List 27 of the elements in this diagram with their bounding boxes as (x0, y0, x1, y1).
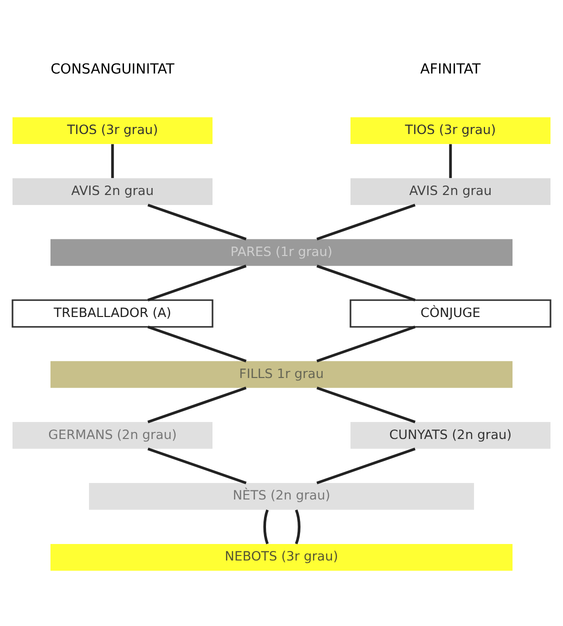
connector (148, 325, 247, 362)
connector (316, 325, 416, 362)
node-box: AVIS 2n grau (350, 178, 550, 204)
node-box: GERMANS (2n grau) (12, 422, 213, 448)
node-box: NÈTS (2n grau) (88, 482, 474, 510)
node-box: CÒNJUGE (350, 298, 552, 328)
node-box: AVIS 2n grau (12, 178, 213, 204)
connector (111, 144, 114, 178)
connector (147, 386, 247, 423)
label: CONSANGUINITAT (50, 60, 174, 77)
connector (263, 509, 269, 544)
node-box: CUNYATS (2n grau) (350, 422, 550, 448)
label: AFINITAT (420, 60, 481, 77)
node-box: TREBALLADOR (A) (12, 298, 214, 328)
connector (449, 144, 452, 178)
connector (316, 203, 416, 240)
node-box: TIOS (3r grau) (350, 116, 550, 144)
connector (316, 386, 416, 423)
node-box: FILLS 1r grau (50, 360, 513, 388)
connector (294, 509, 300, 544)
connector (147, 264, 247, 301)
node-box: NEBOTS (3r grau) (50, 543, 513, 570)
connector (316, 264, 416, 301)
node-box: TIOS (3r grau) (12, 116, 213, 144)
connector (148, 203, 247, 240)
connector (316, 447, 416, 484)
connector (148, 447, 247, 484)
